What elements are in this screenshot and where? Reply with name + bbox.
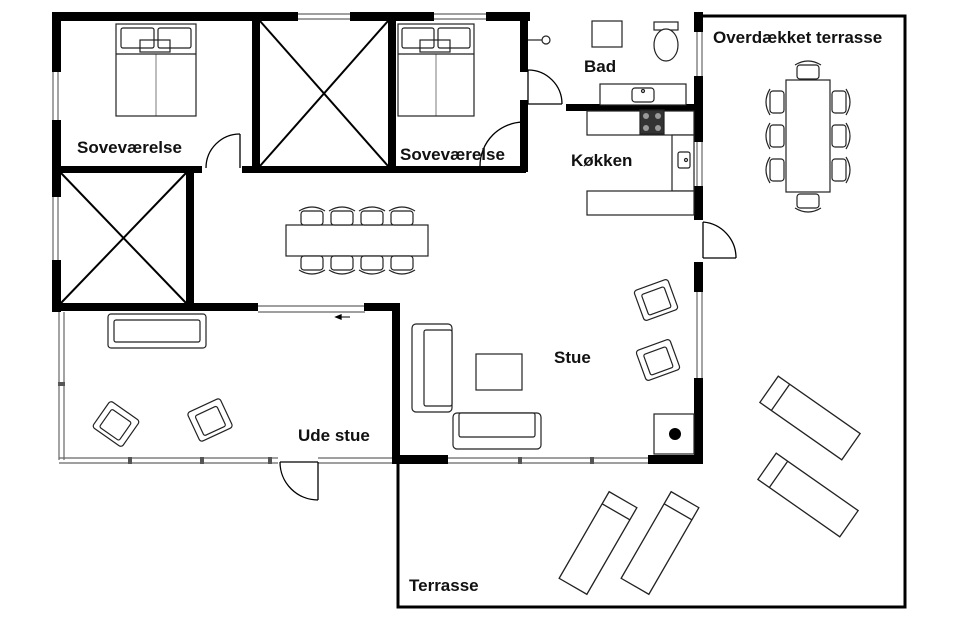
door-bedroom-left[interactable] bbox=[205, 133, 241, 169]
sliding-door-arrow bbox=[334, 314, 350, 320]
armchair-1 bbox=[633, 279, 679, 321]
dining-table-terrace bbox=[765, 60, 851, 213]
sun-lounger-2 bbox=[756, 452, 860, 538]
outdoor-chair-1 bbox=[92, 401, 140, 447]
bed-right bbox=[397, 23, 475, 117]
dining-chair bbox=[328, 206, 356, 226]
door-outdoor-living[interactable] bbox=[279, 461, 319, 501]
dining-chair bbox=[388, 255, 416, 275]
terrace-outline bbox=[396, 268, 907, 609]
shower bbox=[528, 35, 551, 45]
label-bedroom-left: Soveværelse bbox=[77, 138, 182, 157]
label-terrace: Terrasse bbox=[409, 576, 479, 595]
label-living-room: Stue bbox=[554, 348, 591, 367]
label-outdoor-living: Ude stue bbox=[298, 426, 370, 445]
sink bbox=[599, 83, 687, 106]
walls bbox=[52, 12, 703, 464]
dining-chair bbox=[831, 122, 851, 150]
outdoor-chair-2 bbox=[187, 398, 233, 442]
sofa-bottom bbox=[452, 412, 542, 450]
bed-left bbox=[115, 23, 197, 117]
dining-chair bbox=[831, 88, 851, 116]
dining-chair bbox=[765, 122, 785, 150]
dining-chair bbox=[765, 156, 785, 184]
dining-chair bbox=[358, 206, 386, 226]
sun-lounger-1 bbox=[758, 375, 862, 461]
toilet bbox=[653, 21, 679, 62]
bathroom-cabinet bbox=[591, 20, 623, 48]
covered-terrace-outline bbox=[703, 14, 907, 268]
kitchen-fixtures bbox=[586, 109, 695, 216]
terrace-outlines bbox=[396, 14, 907, 609]
dining-chair bbox=[328, 255, 356, 275]
dining-table-indoor bbox=[285, 206, 429, 275]
door-bathroom[interactable] bbox=[527, 69, 563, 105]
stove-fireplace bbox=[653, 413, 695, 455]
label-kitchen: Køkken bbox=[571, 151, 632, 170]
coffee-table bbox=[475, 353, 523, 391]
room-labels: Soveværelse Soveværelse Bad Køkken Overd… bbox=[77, 28, 882, 595]
sun-loungers bbox=[558, 375, 862, 596]
cooktop bbox=[639, 109, 665, 135]
kitchen-sink bbox=[677, 151, 691, 169]
storage-crosses bbox=[60, 20, 389, 304]
outdoor-sofa bbox=[107, 313, 207, 349]
label-bathroom: Bad bbox=[584, 57, 616, 76]
window-mullions bbox=[58, 382, 594, 464]
label-bedroom-right: Soveværelse bbox=[400, 145, 505, 164]
dining-chair bbox=[794, 193, 822, 213]
label-covered-terrace: Overdækket terrasse bbox=[713, 28, 882, 47]
dining-chair bbox=[358, 255, 386, 275]
sun-lounger-3 bbox=[558, 490, 638, 596]
dining-chair bbox=[765, 88, 785, 116]
dining-chair bbox=[298, 255, 326, 275]
dining-chair bbox=[831, 156, 851, 184]
armchair-2 bbox=[635, 339, 681, 381]
sofa-left bbox=[411, 323, 453, 413]
kitchen-counter-bottom bbox=[586, 190, 695, 216]
bathroom-fixtures bbox=[528, 20, 687, 106]
dining-chair bbox=[298, 206, 326, 226]
sun-lounger-4 bbox=[620, 490, 700, 596]
dining-chair bbox=[388, 206, 416, 226]
dining-chair bbox=[794, 60, 822, 80]
doors bbox=[205, 69, 737, 501]
door-terrace[interactable] bbox=[702, 221, 737, 259]
door-bedroom-right[interactable] bbox=[479, 121, 525, 167]
window-walls bbox=[52, 13, 703, 464]
